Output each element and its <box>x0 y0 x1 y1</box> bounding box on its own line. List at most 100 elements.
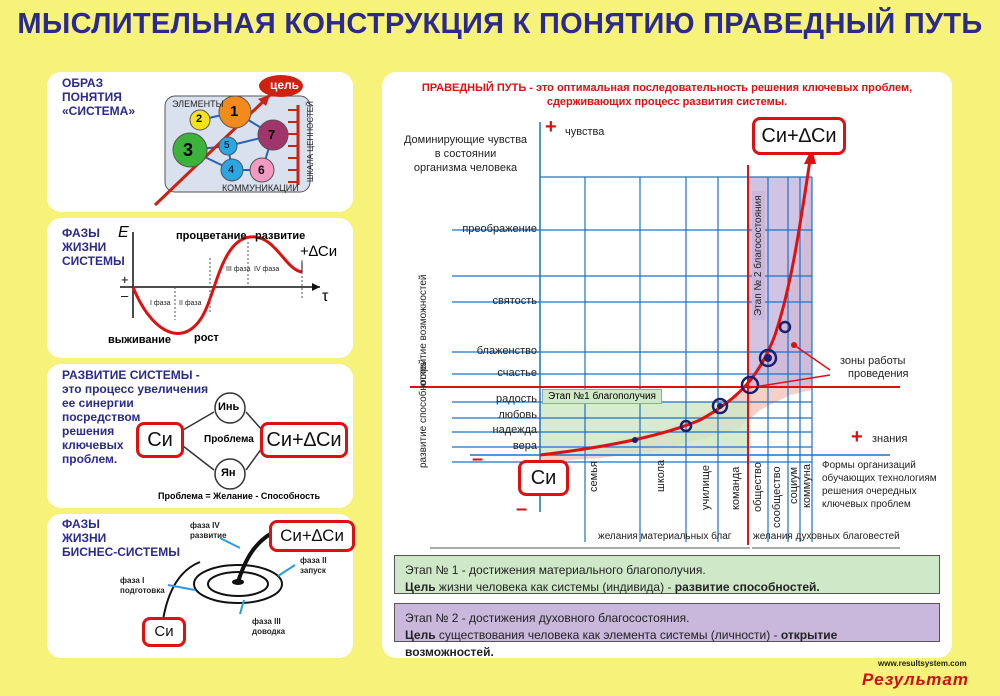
footer-brand-logo: Результат <box>862 670 969 689</box>
panel3-line-4: посредством <box>62 410 141 424</box>
plus-sign: + <box>121 272 129 287</box>
knowledge-socium: социум <box>788 466 800 504</box>
tech-caption-1: Формы организаций <box>822 460 916 471</box>
phase-i-label: фаза I <box>120 576 145 585</box>
phase-i-sub: подготовка <box>120 586 165 595</box>
x-axis-plus: + <box>851 426 863 448</box>
panel2-heading-3: СИСТЕМЫ <box>62 254 125 268</box>
zones-label-2: проведения <box>848 368 909 380</box>
panel3-line-6: ключевых <box>62 438 124 452</box>
node-2 <box>189 109 211 131</box>
survival-label: выживание <box>108 334 171 346</box>
footer-url: www.resultsystem.com <box>878 659 967 668</box>
knowledge-community: сообщество <box>771 466 783 528</box>
panel3-line-5: решения <box>62 424 115 438</box>
phase-2-label: II фаза <box>179 300 202 307</box>
feeling-love: любовь <box>498 409 537 421</box>
yin-label: Инь <box>218 401 240 413</box>
phase-ii-sub: запуск <box>300 566 326 575</box>
panel4-heading-3: БИСНЕС-СИСТЕМЫ <box>62 545 180 559</box>
definition-line-1: ПРАВЕДНЫЙ ПУТЬ - это оптимальная последо… <box>382 82 952 94</box>
y-caption-1: Доминирующие чувства <box>403 134 528 146</box>
start-box: Си <box>518 460 569 496</box>
y-axis-label: чувства <box>565 126 605 138</box>
e-axis-label: E <box>118 224 129 241</box>
stage-2-goal: Цель существования человека как элемента… <box>405 627 929 661</box>
feeling-happiness: счастье <box>497 367 537 379</box>
stage-1-box: Этап № 1 - достижения материального благ… <box>394 555 940 594</box>
problem-formula: Проблема = Желание - Способность <box>158 491 321 501</box>
node-7-label: 7 <box>268 127 276 142</box>
stage-1-goal-word: Цель <box>405 580 436 594</box>
si-delta-box: Си+∆Си <box>260 422 348 458</box>
stage-1-goal-result: развитие способностей. <box>674 580 820 594</box>
y-caption-3: организма человека <box>413 162 518 174</box>
definition-line-2: сдерживающих процесс развития системы. <box>546 96 788 108</box>
prosperity-label: процветание <box>176 230 247 242</box>
phase-iv-sub: развитие <box>190 531 227 540</box>
feeling-hope: надежда <box>492 424 538 436</box>
panel4-heading-1: ФАЗЫ <box>62 517 100 531</box>
goal-label: цель <box>270 78 300 92</box>
developing-abilities: развитие способностей <box>418 358 429 468</box>
stage-2-label: Этап № 2 благосостояния <box>752 191 765 320</box>
panel3-line-3: ее синергии <box>62 396 134 410</box>
grid <box>452 176 813 542</box>
phase-iii-sub: доводка <box>252 627 286 636</box>
tau-axis-label: τ <box>322 288 329 305</box>
panel1-heading-1: ОБРАЗ <box>62 76 104 90</box>
problem-label: Проблема <box>204 434 254 445</box>
phase-3-label: III фаза <box>226 266 251 273</box>
si-box: Си <box>136 422 184 458</box>
panel1-heading-2: ПОНЯТИЯ <box>62 90 122 104</box>
y-axis-plus: + <box>545 116 557 138</box>
stage-2-title: Этап № 2 - достижения духовного благосос… <box>405 611 690 625</box>
tech-caption-4: ключевых проблем <box>822 499 911 510</box>
business-result-box: Си+∆Си <box>269 520 355 552</box>
phase-iii-label: фаза III <box>252 617 281 626</box>
node-6 <box>249 157 275 183</box>
knowledge-family: семья <box>588 461 600 492</box>
feeling-bliss: блаженство <box>476 345 537 357</box>
page-title: МЫСЛИТЕЛЬНАЯ КОНСТРУКЦИЯ К ПОНЯТИЮ ПРАВЕ… <box>17 8 983 40</box>
stage-2-box: Этап № 2 - достижения духовного благосос… <box>394 603 940 659</box>
communications-label: КОММУНИКАЦИИ <box>222 183 299 193</box>
feeling-faith: вера <box>512 440 537 452</box>
stage-2-goal-word: Цель <box>405 628 436 642</box>
panel2-heading-1: ФАЗЫ <box>62 226 100 240</box>
knowledge-commune: коммуна <box>801 464 813 508</box>
stage-1-title: Этап № 1 - достижения материального благ… <box>405 563 706 577</box>
x-axis-minus: – <box>472 448 484 470</box>
zones-label-1: зоны работы <box>840 355 906 367</box>
growth-label: рост <box>194 332 219 344</box>
phase-ii-label: фаза II <box>300 556 327 565</box>
feeling-joy: радость <box>495 393 537 405</box>
node-1-label: 1 <box>230 103 239 120</box>
panel4-heading-2: ЖИЗНИ <box>62 531 107 545</box>
node-1 <box>218 95 252 129</box>
desire-spiritual-label: желания духовных благовестей <box>753 531 900 542</box>
node-5 <box>218 136 238 156</box>
panel1-heading-3: «СИСТЕМА» <box>62 104 136 118</box>
phase-iv-label: фаза IV <box>190 521 220 530</box>
x-axis-label: знания <box>872 433 908 445</box>
delta-si-label: +∆Си <box>300 243 338 260</box>
stage-1-goal: Цель жизни человека как системы (индивид… <box>405 579 929 596</box>
development-label: развитие <box>255 230 306 242</box>
yang-label: Ян <box>221 467 236 479</box>
node-3-label: 3 <box>183 140 194 160</box>
y-axis-minus: – <box>516 498 528 520</box>
minus-sign: – <box>121 288 129 303</box>
node-3 <box>172 132 208 168</box>
knowledge-society: общество <box>752 462 764 512</box>
node-4-label: 4 <box>228 164 235 176</box>
node-2-label: 2 <box>196 113 203 125</box>
node-6-label: 6 <box>258 163 265 177</box>
tech-caption-3: решения очередных <box>822 486 917 497</box>
panel3-line-7: проблем. <box>62 452 118 466</box>
feeling-holiness: святость <box>492 295 537 307</box>
